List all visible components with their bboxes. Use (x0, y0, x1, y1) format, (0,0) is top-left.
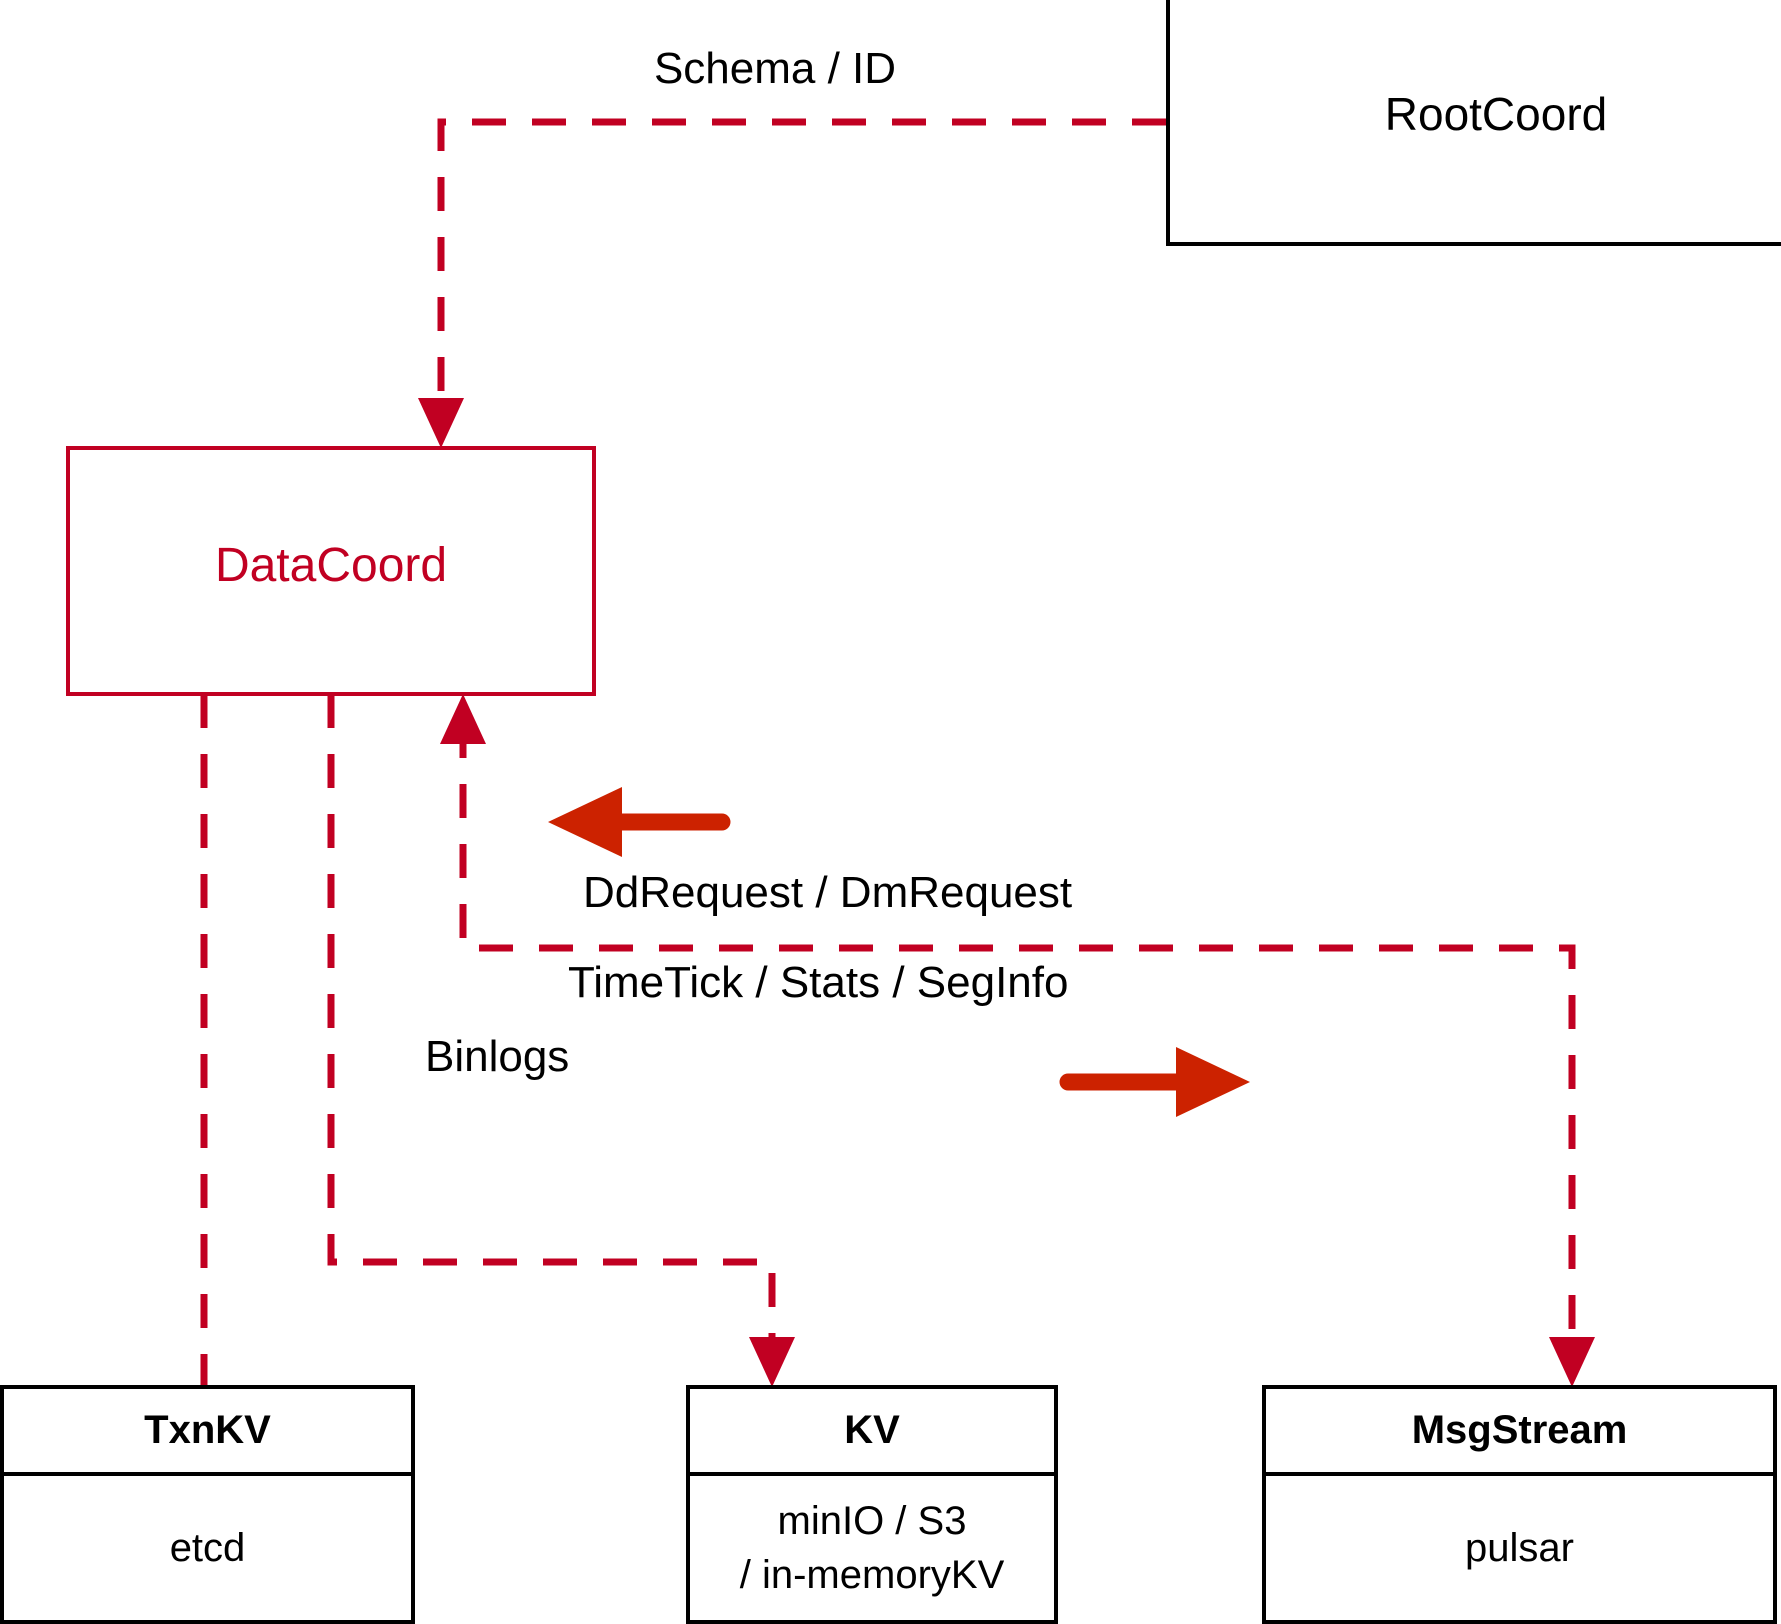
node-txnkv-header: TxnKV (144, 1408, 271, 1452)
edge-label-schema-id: Schema / ID (653, 44, 897, 93)
edge-label-timetick-stats-seginfo: TimeTick / Stats / SegInfo (568, 958, 1069, 1007)
node-msgstream-body-line-1: pulsar (1465, 1526, 1574, 1570)
node-txnkv-body: etcd (4, 1472, 411, 1620)
node-txnkv[interactable]: TxnKV etcd (0, 1385, 415, 1624)
node-txnkv-body-line-1: etcd (169, 1526, 246, 1570)
edge-schema-id (418, 118, 1166, 448)
node-kv-body: minIO / S3 / in-memoryKV (690, 1472, 1054, 1620)
node-kv[interactable]: KV minIO / S3 / in-memoryKV (686, 1385, 1058, 1624)
node-datacoord[interactable]: DataCoord (66, 446, 596, 696)
node-msgstream-body: pulsar (1266, 1472, 1773, 1620)
edge-label-ddrequest-dmrequest: DdRequest / DmRequest (583, 868, 1073, 917)
node-kv-body-line-2: / in-memoryKV (739, 1553, 1005, 1597)
outgoing-direction-arrow (1059, 1047, 1250, 1117)
node-rootcoord[interactable]: RootCoord (1166, 0, 1781, 246)
node-rootcoord-label: RootCoord (1384, 88, 1608, 140)
edge-binlogs (327, 694, 795, 1387)
incoming-direction-arrow (548, 787, 731, 857)
edge-label-binlogs: Binlogs (425, 1032, 570, 1081)
node-kv-header: KV (844, 1408, 900, 1452)
node-datacoord-label: DataCoord (214, 539, 448, 592)
edge-ddrequest-dmrequest (440, 694, 1595, 1387)
node-msgstream[interactable]: MsgStream pulsar (1262, 1385, 1777, 1624)
node-msgstream-header: MsgStream (1411, 1408, 1628, 1452)
node-kv-body-line-1: minIO / S3 (777, 1499, 967, 1543)
